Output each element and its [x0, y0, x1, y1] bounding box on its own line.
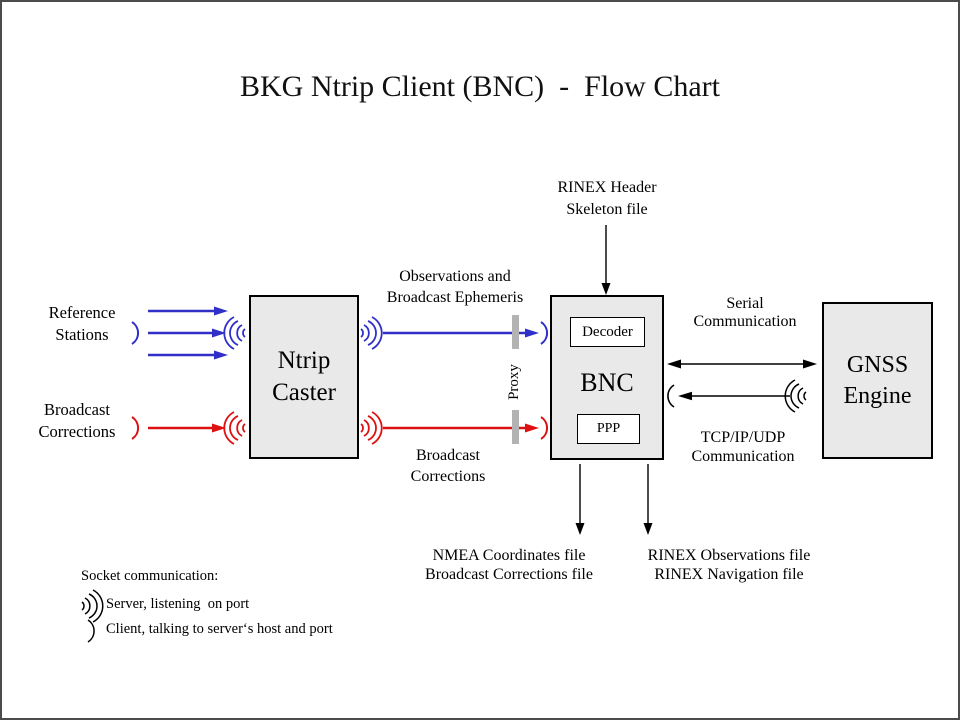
server-socket-icon	[81, 589, 104, 623]
gnss-label-line2: Engine	[843, 382, 912, 409]
label-tcpip-communication: TCP/IP/UDP Communication	[691, 429, 795, 465]
client-socket-icon	[540, 321, 548, 345]
observations-arrow	[383, 328, 539, 338]
ppp-label: PPP	[596, 421, 621, 436]
nmea-output-arrow	[575, 464, 585, 535]
diagram-title: BKG Ntrip Client (BNC) - Flow Chart	[240, 70, 720, 103]
tcpip-arrow	[678, 391, 790, 401]
ntrip-caster-label-line2: Caster	[272, 379, 336, 406]
label-reference-stations: Reference Stations	[48, 303, 116, 344]
reference-input-arrows	[148, 306, 228, 360]
label-observations-ephemeris: Observations and Broadcast Ephemeris	[386, 268, 524, 306]
gnss-label-line1: GNSS	[846, 351, 909, 378]
node-ntrip-caster: Ntrip Caster	[249, 295, 359, 459]
client-socket-icon	[540, 416, 548, 440]
server-socket-icon	[784, 379, 807, 413]
client-socket-icon	[131, 416, 139, 440]
label-proxy: Proxy	[506, 364, 522, 400]
decoder-label: Decoder	[582, 323, 633, 340]
broadcast-input-arrow	[148, 423, 226, 433]
label-rinex-header-skeleton: RINEX Header Skeleton file	[557, 179, 657, 218]
corrections-arrow	[383, 423, 539, 433]
client-socket-icon	[87, 619, 95, 643]
label-serial-communication: Serial Communication	[693, 295, 797, 330]
legend-server-entry: Server, listening on port	[106, 596, 250, 612]
node-ppp: PPP	[577, 414, 640, 444]
node-decoder: Decoder	[570, 317, 645, 347]
legend-client-entry: Client, talking to server‘s host and por…	[106, 621, 333, 637]
server-socket-icon	[223, 411, 246, 445]
server-socket-icon	[223, 316, 246, 350]
label-broadcast-corrections-input: Broadcast Corrections	[38, 400, 116, 441]
server-socket-icon	[360, 316, 383, 350]
rinex-skeleton-arrow	[601, 225, 611, 295]
label-broadcast-corrections-stream: Broadcast Corrections	[410, 447, 486, 485]
ntrip-caster-label-line1: Ntrip	[277, 347, 331, 374]
rinex-output-arrow	[643, 464, 653, 535]
bnc-label: BNC	[580, 368, 634, 397]
serial-comm-arrow	[667, 359, 817, 369]
label-rinex-output-files: RINEX Observations file RINEX Navigation…	[647, 547, 811, 583]
label-nmea-output-files: NMEA Coordinates file Broadcast Correcti…	[425, 547, 593, 583]
server-socket-icon	[360, 411, 383, 445]
legend-title: Socket communication:	[81, 568, 219, 584]
client-socket-icon	[667, 384, 675, 408]
node-gnss-engine: GNSS Engine	[822, 302, 933, 459]
